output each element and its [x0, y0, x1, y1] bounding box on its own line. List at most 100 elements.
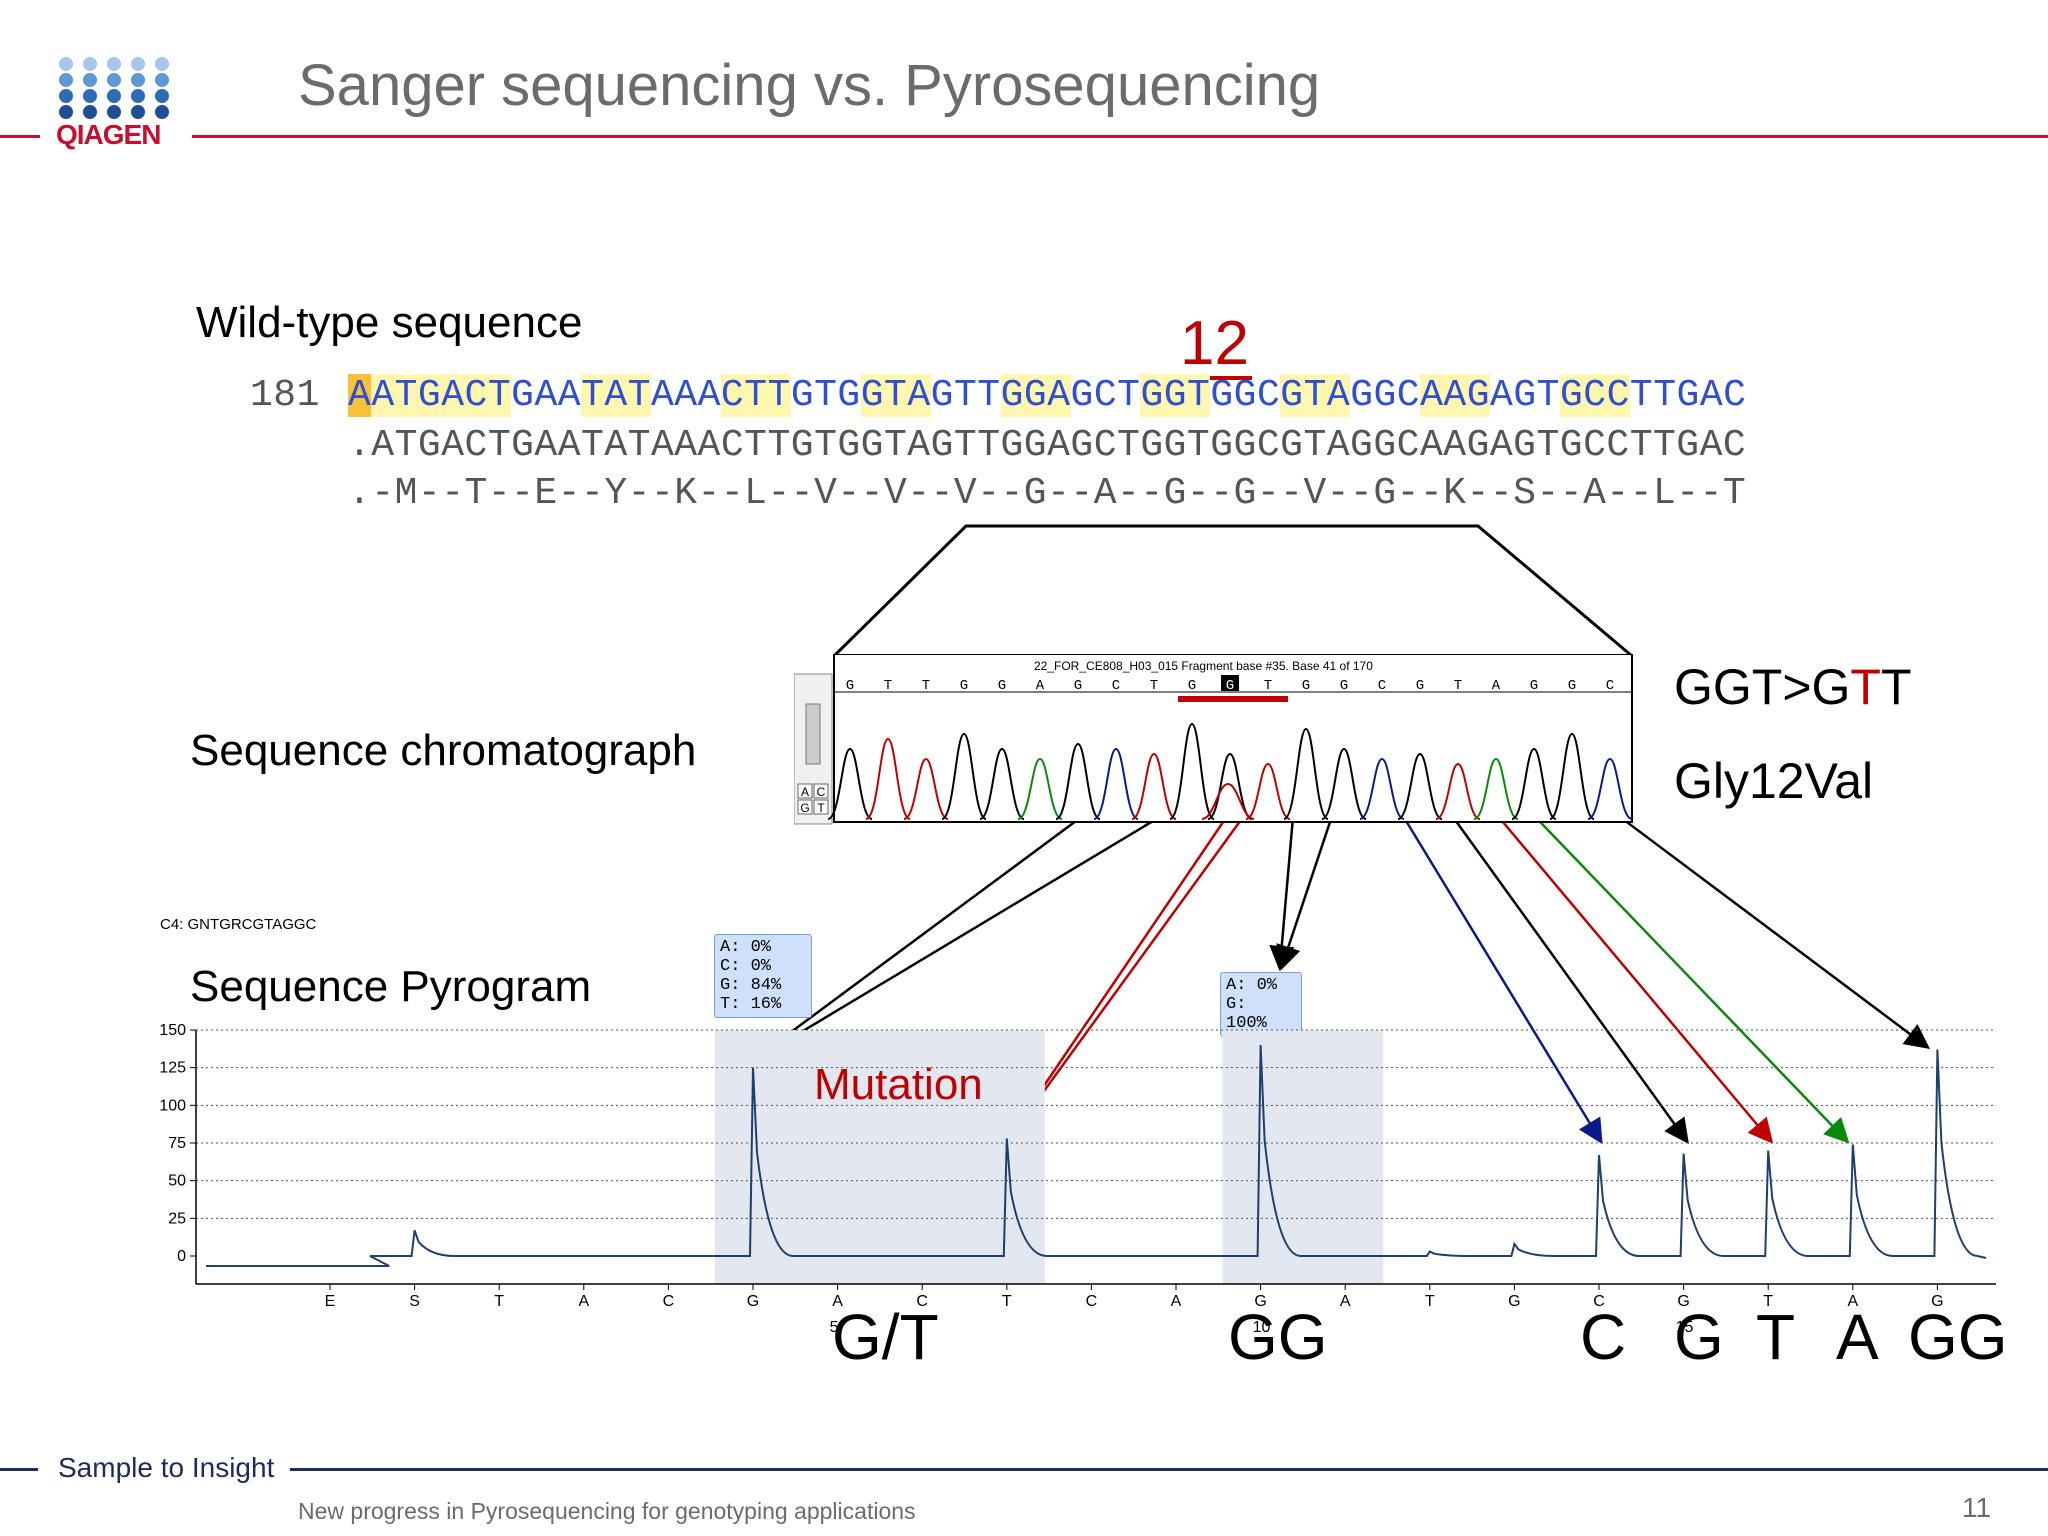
chroma-base-letter: T [1454, 678, 1462, 694]
pyro-xtick-label: G [747, 1293, 759, 1310]
chroma-peak [1169, 722, 1215, 820]
logo-dot [107, 105, 121, 119]
pyro-ytick-label: 100 [159, 1097, 186, 1114]
footer-brand: Sample to Insight [58, 1452, 275, 1483]
pyro-ytick-label: 50 [168, 1173, 186, 1190]
pyro-xnumber-label: 15 [1676, 1319, 1694, 1336]
chroma-peak [1549, 732, 1595, 820]
pyro-xtick-label: A [578, 1293, 589, 1310]
chroma-peak [1093, 747, 1139, 820]
codon-number: 12 [1180, 309, 1249, 378]
chroma-peak [1055, 742, 1101, 820]
sequence-segment: TAT [581, 374, 651, 417]
logo-dot [59, 73, 73, 87]
sequence-segment: GTG [790, 374, 861, 417]
page-number: 11 [1962, 1492, 1992, 1523]
pyro-info-box-2: A: 0%G: 100% [1220, 972, 1302, 1037]
qiagen-logo-text: QIAGEN [56, 119, 161, 150]
sequence-segment: AGT [1490, 374, 1560, 417]
sequence-segment: AAA [650, 374, 721, 417]
codon-underline [1180, 376, 1252, 380]
pyro-trace [206, 1045, 1987, 1267]
chroma-base-highlight [1221, 675, 1239, 691]
pyro-xtick-label: G [1931, 1293, 1943, 1310]
chroma-base-letter: G [1530, 678, 1538, 694]
header-rule [192, 135, 2048, 138]
chroma-peak [903, 757, 949, 820]
bottom-label-g: G [1674, 1301, 1724, 1373]
pyro-xtick-label: C [663, 1293, 675, 1310]
pyro-info-box-1: A: 0%C: 0%G: 84%T: 16% [714, 934, 812, 1018]
chroma-side-letter: T [817, 801, 825, 815]
sequence-segment: AC [1699, 374, 1747, 417]
connector-arrow [1017, 779, 1272, 1129]
pyro-shaded-region [714, 1030, 1045, 1284]
chroma-base-letter: G [1302, 678, 1310, 694]
logo-dot [131, 57, 145, 71]
pyro-ytick-label: 125 [159, 1060, 186, 1077]
logo-dot [107, 73, 121, 87]
chroma-base-letter: C [1112, 678, 1120, 694]
pyro-xtick-label: G [1508, 1293, 1520, 1310]
sequence-segment: GCT [1070, 374, 1141, 417]
chroma-base-letter: T [884, 678, 892, 694]
pyro-xtick-label: A [1847, 1293, 1858, 1310]
logo-dot [83, 73, 97, 87]
pyro-xtick-label: T [1763, 1293, 1773, 1310]
chroma-side-box [813, 799, 829, 815]
chroma-side-box [813, 783, 829, 799]
chromatograph-label: Sequence chromatograph [190, 726, 697, 775]
chroma-base-letter: G [846, 678, 854, 694]
pyro-xtick-label: A [1340, 1293, 1351, 1310]
pyro-xtick-label: C [916, 1293, 928, 1310]
pyro-xtick-label: E [325, 1293, 336, 1310]
pyro-xtick-label: C [1593, 1293, 1605, 1310]
chroma-peak [865, 737, 911, 820]
pyro-ytick-label: 150 [159, 1022, 186, 1039]
pyro-shaded-region [1222, 1030, 1384, 1284]
header-rule-left [0, 135, 40, 138]
connector-arrow [1465, 777, 1774, 1144]
sequence-segment: TTG [1629, 374, 1700, 417]
sequence-segment: GGC [1350, 374, 1421, 417]
chroma-base-letter: T [922, 678, 930, 694]
chroma-side-letter: A [801, 785, 809, 799]
chroma-peak [1511, 747, 1557, 820]
footer-rule [290, 1468, 2048, 1471]
chromatogram: 22_FOR_CE808_H03_015 Fragment base #35. … [794, 654, 1633, 825]
sequence-segment: ATGACT [371, 374, 512, 417]
chroma-side-letter: C [817, 785, 826, 799]
chroma-base-letter: G [1074, 678, 1082, 694]
chroma-base-letter: T [1150, 678, 1158, 694]
logo-dot [131, 89, 145, 103]
sequence-line-2: .ATGACTGAATATAAACTTGTGGTAGTTGGAGCTGGTGGC… [348, 424, 1747, 467]
chroma-base-letter: A [1492, 678, 1501, 694]
connector-arrow [1378, 777, 1603, 1145]
wild-type-label: Wild-type sequence [196, 298, 583, 347]
sequence-segment: GGT [1140, 374, 1211, 417]
pyro-ytick-label: 0 [177, 1248, 186, 1265]
chroma-base-letter: T [1264, 678, 1272, 694]
sequence-position: 181 [250, 374, 320, 417]
pyro-xtick-label: A [832, 1293, 843, 1310]
logo-dot [155, 89, 169, 103]
chroma-peak [979, 747, 1025, 820]
sequence-segment: GTT [930, 374, 1001, 417]
sequence-segment: GCC [1559, 374, 1630, 417]
logo-dot [83, 57, 97, 71]
sequence-segment: A [348, 374, 372, 417]
pyro-xnumber-label: 10 [1253, 1319, 1271, 1336]
pyro-xtick-label: G [1677, 1293, 1689, 1310]
sequence-segment: GTA [1280, 374, 1351, 417]
pyro-xtick-label: T [1425, 1293, 1435, 1310]
sequence-segment: AAG [1420, 374, 1491, 417]
zoom-trapezoid [832, 524, 1633, 658]
pyro-ytick-label: 25 [168, 1210, 186, 1227]
sequence-segment: GGA [1000, 374, 1071, 417]
chroma-peak [1131, 752, 1177, 820]
pyro-xtick-label: A [1171, 1293, 1182, 1310]
chroma-base-letter: G [998, 678, 1006, 694]
chroma-peak [1207, 752, 1253, 820]
connector-arrow [1493, 773, 1850, 1144]
sequence-segment: GTA [860, 374, 931, 417]
